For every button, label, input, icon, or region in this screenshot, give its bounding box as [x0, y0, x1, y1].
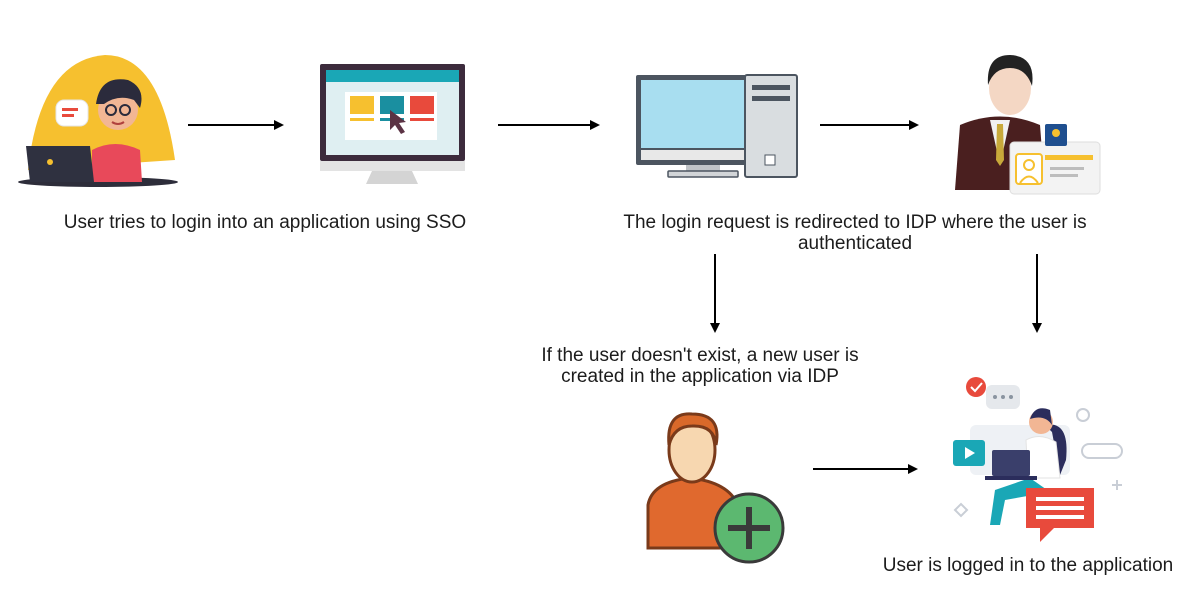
- person-laptop-icon: [18, 55, 178, 187]
- businessman-id-card-icon: [955, 55, 1101, 195]
- caption-user-creation: If the user doesn't exist, a new user is…: [541, 345, 859, 387]
- woman-laptop-chat-icon: [953, 377, 1123, 542]
- caption-redirect-to-idp: The login request is redirected to IDP w…: [623, 212, 1087, 254]
- caption-logged-in: User is logged in to the application: [882, 555, 1174, 576]
- caption-user-login: User tries to login into an application …: [63, 212, 467, 233]
- desktop-computer-icon: [636, 74, 798, 178]
- add-user-icon: [646, 412, 785, 564]
- monitor-app-icon: [320, 64, 465, 184]
